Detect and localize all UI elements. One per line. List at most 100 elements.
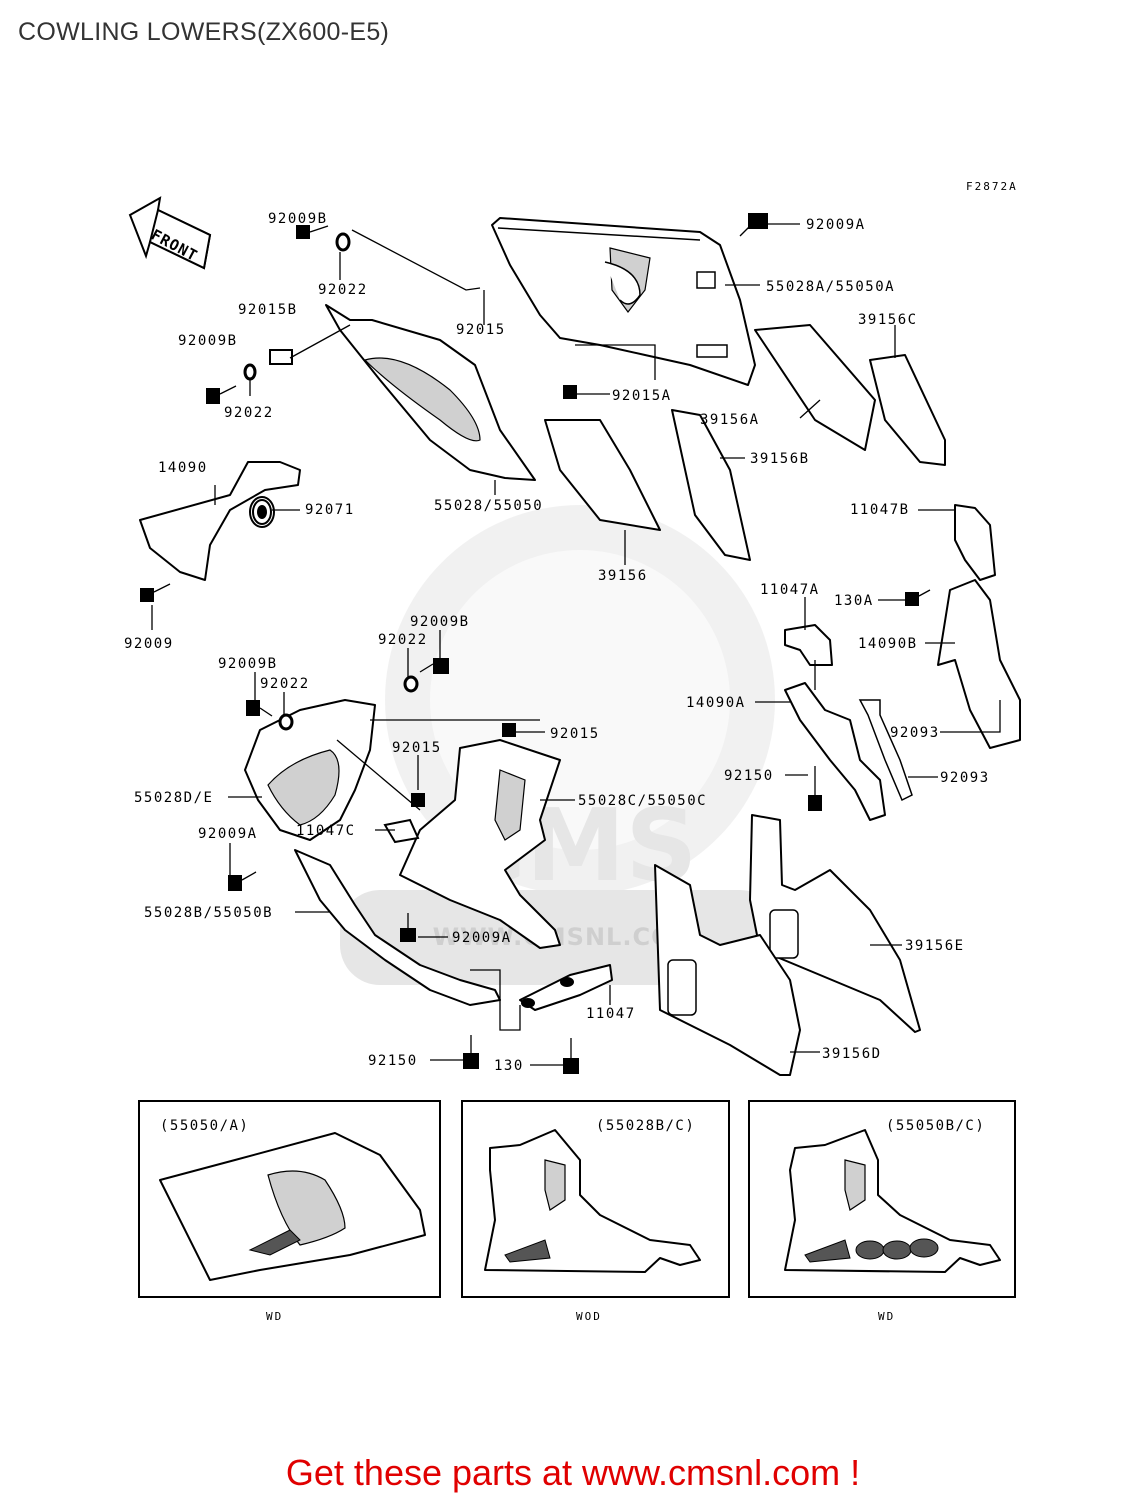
label-11047C: 11047C [296,823,356,839]
label-92009B-2: 92009B [178,333,238,349]
label-14090A: 14090A [686,695,746,711]
label-92015-1: 92015 [456,322,506,338]
label-39156D: 39156D [822,1046,882,1062]
inset-55050A: (55050/A) WD [138,1100,441,1323]
bolt-130-icon [563,1038,579,1074]
leader-lines [151,223,1001,1066]
label-92022-3: 92022 [378,632,428,648]
label-130: 130 [494,1058,524,1074]
label-55028A: 55028A/55050A [766,279,895,295]
label-92009B-3: 92009B [410,614,470,630]
bolt-92009B-top-icon [296,225,329,239]
inset-55050A-caption: WD [266,1310,283,1323]
inset-55050BC-caption: WD [878,1310,895,1323]
label-55028C: 55028C/55050C [578,793,707,809]
inset-55050BC: (55050B/C) WD [748,1100,1016,1323]
bolt-92150-lower-icon [463,1035,479,1069]
lower-cowl-55028B [294,849,501,1006]
decal-39156A [754,324,876,451]
label-92022-2: 92022 [224,405,274,421]
fasteners [140,213,931,1074]
callout-labels: 92009B 92022 92015 92009A 55028A/55050A … [124,211,990,1074]
bolt-92009A-left-icon [228,871,257,891]
page-title: COWLING LOWERS(ZX600-E5) [18,18,390,46]
inset-55028BC-caption: WOD [576,1310,602,1323]
label-92009A-1: 92009A [806,217,866,233]
label-92015-2: 92015 [550,726,600,742]
bracket-11047B [954,504,996,581]
washer-92022-top-icon [335,232,351,252]
inset-55028BC: (55028B/C) WOD [461,1100,730,1323]
label-14090B: 14090B [858,636,918,652]
bolt-92009A-top-icon [739,213,768,237]
label-39156A: 39156A [700,412,760,428]
label-39156: 39156 [598,568,648,584]
label-39156E: 39156E [905,938,965,954]
clip-92015A-icon [563,385,577,399]
inset-55050A-label: (55050/A) [160,1118,249,1134]
decal-39156 [544,419,661,531]
label-92009A-3: 92009A [452,930,512,946]
label-92150-1: 92150 [724,768,774,784]
washer-92022-lower2-icon [278,713,294,731]
decal-39156D [654,864,801,1076]
label-92009A-2: 92009A [198,826,258,842]
label-11047A: 11047A [760,582,820,598]
label-92009B-4: 92009B [218,656,278,672]
bolt-92009B-mid-icon [206,385,237,404]
grommet-92071-icon [252,499,272,525]
label-14090: 14090 [158,460,208,476]
label-92009: 92009 [124,636,174,652]
bracket-11047C-icon [383,818,420,844]
label-55028DE: 55028D/E [134,790,213,806]
bracket-11047A [784,624,833,666]
label-11047B: 11047B [850,502,910,518]
upper-cowling-panel [491,217,756,386]
bolt-92015B-icon [269,349,293,365]
washer-92022-mid-icon [243,363,257,381]
figure-code: F2872A [966,180,1018,193]
center-cowl-55028C [399,739,561,949]
label-55028B: 55028B/55050B [144,905,273,921]
bolt-92009B-lower2-icon [246,700,273,717]
lower-intake-55028DE [244,699,376,841]
bracket-14090A [784,682,886,821]
label-11047: 11047 [586,1006,636,1022]
label-92150-2: 92150 [368,1053,418,1069]
label-92071: 92071 [305,502,355,518]
label-130A: 130A [834,593,874,609]
bolt-92150-right-icon [808,766,822,811]
cta-link[interactable]: Get these parts at www.cmsnl.com ! [285,1452,861,1493]
bracket-14090 [139,461,301,581]
label-92093-2: 92093 [940,770,990,786]
label-92022-4: 92022 [260,676,310,692]
bolt-92009-icon [140,583,171,602]
front-direction-arrow: FRONT [128,196,212,270]
clip-92015-a-icon [502,723,516,737]
label-92015B: 92015B [238,302,298,318]
watermark-url: WWW.CMSNL.COM [433,923,698,951]
label-92009B-1: 92009B [268,211,328,227]
label-92022-1: 92022 [318,282,368,298]
label-55028: 55028/55050 [434,498,543,514]
label-39156C: 39156C [858,312,918,328]
clip-92015-b-icon [411,793,425,807]
bolt-92009A-center-icon [400,913,416,942]
bolt-130A-icon [905,589,931,606]
strips-92093 [858,699,913,802]
washer-92022-lower1-icon [403,675,419,693]
label-39156B: 39156B [750,451,810,467]
decal-39156E [749,814,921,1033]
decal-39156B [671,409,751,561]
upper-left-cowling [325,304,536,481]
inset-55028BC-label: (55028B/C) [596,1118,695,1134]
bracket-11047 [519,964,613,1011]
label-92015-3: 92015 [392,740,442,756]
label-92015A: 92015A [612,388,672,404]
bracket-14090B [937,579,1021,749]
bolt-92009B-lower1-icon [419,658,449,674]
inset-55050BC-label: (55050B/C) [886,1118,985,1134]
decal-39156C [869,354,946,466]
label-92093-1: 92093 [890,725,940,741]
